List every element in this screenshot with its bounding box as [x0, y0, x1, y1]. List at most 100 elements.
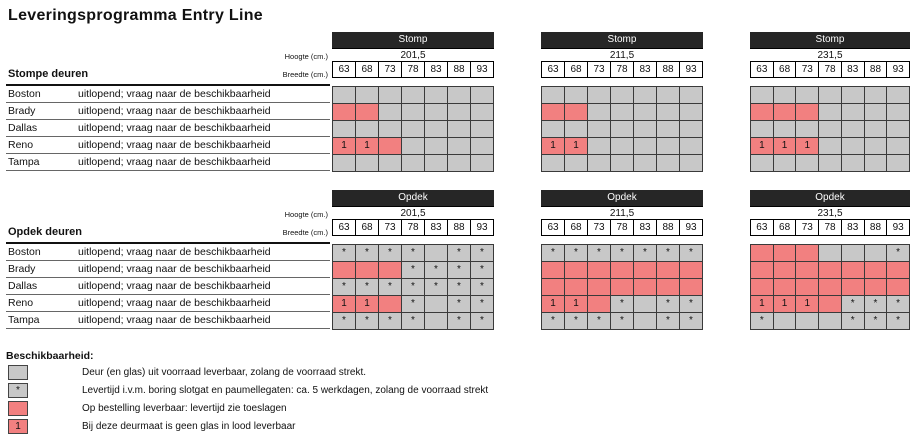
cell-order: [841, 262, 864, 278]
block-header: Opdek: [541, 190, 703, 206]
cell-stock: [634, 296, 656, 312]
cell-order: [611, 262, 633, 278]
block-header: Opdek: [332, 190, 494, 206]
cell-stock: [471, 87, 493, 103]
cell-stock: *: [448, 279, 470, 295]
model-note: uitlopend; vraag naar de beschikbaarheid: [78, 88, 271, 100]
cell-stock: *: [356, 279, 378, 295]
legend-swatch: [8, 401, 28, 416]
block-header: Opdek: [750, 190, 910, 206]
cell-stock: [841, 104, 864, 120]
cell-stock: [588, 155, 610, 171]
cell-stock: *: [402, 279, 424, 295]
cell-stock: *: [887, 296, 909, 312]
cell-stock: [565, 87, 587, 103]
width-value: 68: [355, 220, 378, 235]
cell-stock: [448, 104, 470, 120]
cell-order: [773, 262, 796, 278]
cell-stock: *: [565, 313, 587, 329]
width-value: 63: [756, 222, 768, 233]
cell-stock: [448, 121, 470, 137]
cell-stock: *: [379, 245, 401, 261]
cell-order: 1: [542, 138, 564, 154]
height-row: 211,5: [541, 48, 703, 62]
cell-order: [864, 262, 887, 278]
cell-stock: [841, 155, 864, 171]
legend-swatch: [8, 365, 28, 380]
cell-stock: *: [471, 262, 493, 278]
cell-stock: [425, 296, 447, 312]
cell-stock: [634, 155, 656, 171]
cell-stock: *: [657, 296, 679, 312]
cell-stock: [773, 313, 796, 329]
cell-stock: *: [448, 262, 470, 278]
model-note: uitlopend; vraag naar de beschikbaarheid: [78, 139, 271, 151]
model-note: uitlopend; vraag naar de beschikbaarheid: [78, 280, 271, 292]
cell-stock: [425, 138, 447, 154]
section-divider: [6, 84, 330, 86]
model-name: Brady: [8, 105, 36, 117]
width-value: 83: [424, 62, 447, 77]
breedte-label: Breedte (cm.): [282, 228, 328, 237]
cell-stock: [796, 87, 819, 103]
cell-order: [841, 279, 864, 295]
width-value: 63: [756, 64, 768, 75]
cell-stock: [864, 104, 887, 120]
cell-stock: [819, 313, 841, 329]
cell-order: [565, 262, 587, 278]
cell-order: [796, 245, 819, 261]
cell-stock: [634, 104, 656, 120]
width-value: 83: [633, 220, 656, 235]
cell-order: [751, 262, 773, 278]
cell-order: 1: [356, 296, 378, 312]
cell-stock: *: [680, 296, 702, 312]
cell-order: [542, 262, 564, 278]
width-value: 88: [447, 220, 470, 235]
cell-stock: [751, 155, 773, 171]
legend-text: Levertijd i.v.m. boring slotgat en paume…: [82, 385, 489, 396]
width-value: 83: [840, 62, 864, 77]
cell-stock: [471, 155, 493, 171]
cell-order: [819, 279, 841, 295]
width-value: 93: [886, 62, 909, 77]
cell-stock: [402, 104, 424, 120]
width-value: 78: [401, 62, 424, 77]
cell-stock: *: [680, 245, 702, 261]
width-value: 73: [587, 62, 610, 77]
cell-order: 1: [565, 296, 587, 312]
section-label: Opdek deuren: [8, 226, 82, 238]
model-note: uitlopend; vraag naar de beschikbaarheid: [78, 156, 271, 168]
cell-order: [611, 279, 633, 295]
cell-stock: [680, 138, 702, 154]
hoogte-label: Hoogte (cm.): [284, 210, 328, 219]
width-value: 73: [587, 220, 610, 235]
cell-order: 1: [333, 138, 355, 154]
cell-order: [657, 279, 679, 295]
cell-stock: [565, 121, 587, 137]
cell-stock: [402, 138, 424, 154]
cell-stock: *: [657, 313, 679, 329]
cell-stock: [471, 104, 493, 120]
cell-stock: [680, 121, 702, 137]
cell-stock: *: [333, 279, 355, 295]
cell-order: [680, 279, 702, 295]
cell-stock: [471, 121, 493, 137]
width-value: 78: [610, 62, 633, 77]
width-value: 83: [633, 62, 656, 77]
cell-stock: [841, 121, 864, 137]
cell-stock: [819, 121, 841, 137]
cell-stock: [356, 87, 378, 103]
cell-stock: *: [448, 245, 470, 261]
cell-order: [379, 138, 401, 154]
cell-stock: [611, 138, 633, 154]
cell-stock: *: [887, 245, 909, 261]
